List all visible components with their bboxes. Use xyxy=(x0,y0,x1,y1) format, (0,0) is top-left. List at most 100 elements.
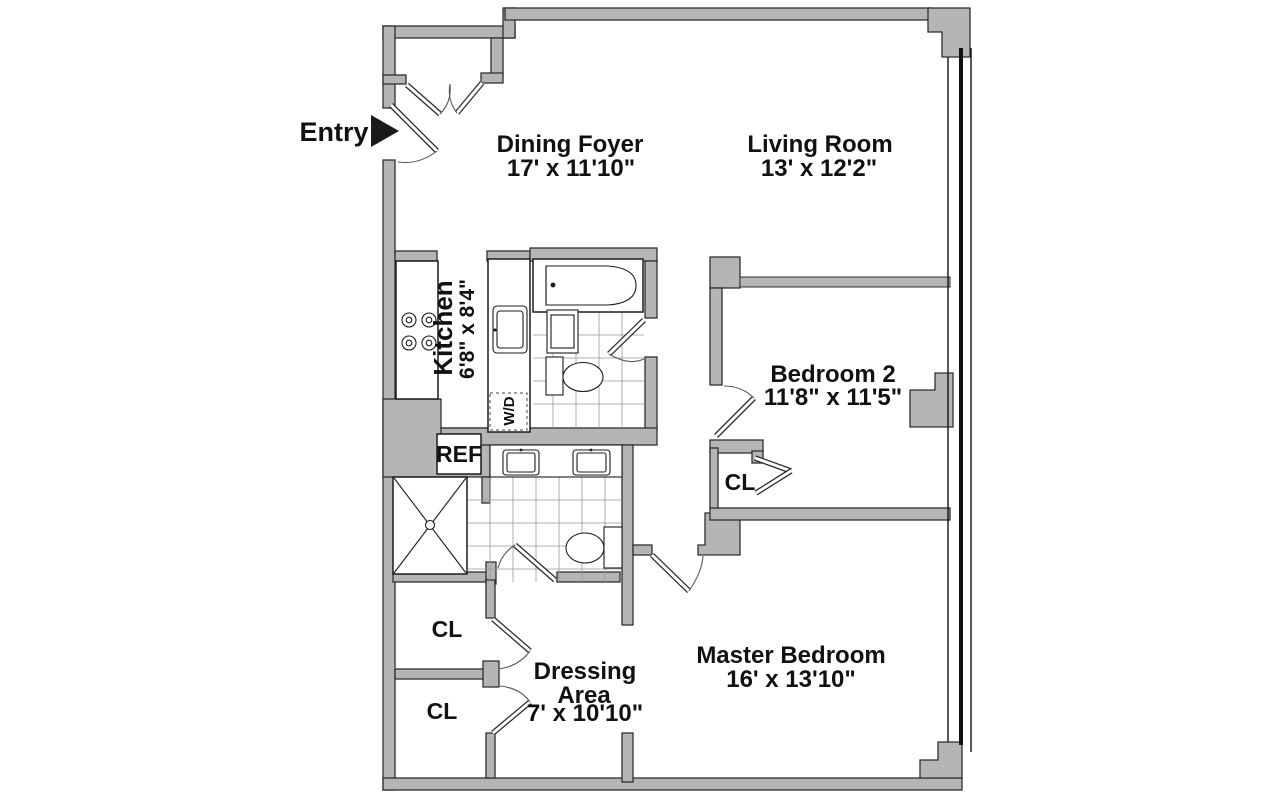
washer-dryer-label: W/D xyxy=(501,396,518,425)
bathroom2-door xyxy=(497,542,557,583)
door-swing-arc xyxy=(497,544,516,569)
room-name: Dining Foyer xyxy=(497,131,644,158)
room-dims: 7' x 10'10" xyxy=(527,700,643,727)
wall-segment xyxy=(621,732,634,783)
kitchen-counter-left xyxy=(395,260,439,400)
living-room-label: Living Room 13' x 12'2" xyxy=(747,131,892,182)
window-wall xyxy=(947,48,972,752)
bathroom2-tile-floor xyxy=(467,477,621,582)
dressing-closet-lower-door xyxy=(491,685,532,736)
walls xyxy=(382,7,971,791)
toilet-tank xyxy=(603,526,623,569)
bedroom2-door xyxy=(714,385,756,438)
burner-center xyxy=(405,339,413,347)
door-swing-arc xyxy=(397,150,438,164)
kitchen-counter-right: W/D xyxy=(487,258,531,433)
toilet-bowl xyxy=(562,361,604,393)
wall-segment xyxy=(709,447,719,511)
burner-center xyxy=(425,339,433,347)
bathtub xyxy=(532,258,644,313)
bedroom2-label: Bedroom 2 11'8" x 11'5" xyxy=(764,361,902,411)
dressing-closet-upper-label: CL xyxy=(432,616,463,642)
bathroom2-toilet xyxy=(565,526,623,569)
wall-pier-bedroom2 xyxy=(909,372,954,428)
wall-segment xyxy=(504,7,933,21)
bedroom2-closet-door xyxy=(754,455,793,496)
wall-jamb xyxy=(382,74,407,85)
toilet-bowl xyxy=(565,532,605,564)
burner-center xyxy=(425,316,433,324)
wall-segment xyxy=(621,444,634,626)
bathtub-outer xyxy=(532,258,644,313)
wall-segment xyxy=(644,260,658,319)
burner xyxy=(401,335,417,351)
faucet-dot xyxy=(519,448,523,452)
room-name: Master Bedroom xyxy=(696,642,885,669)
bathroom1-vanity xyxy=(546,309,579,354)
vanity-outer xyxy=(546,309,579,354)
wall-segment xyxy=(739,276,951,288)
burner xyxy=(421,335,437,351)
wall-segment xyxy=(709,287,723,386)
room-dims: 11'8" x 11'5" xyxy=(764,384,902,411)
dressing-closet-lower-label: CL xyxy=(427,698,458,724)
refrigerator-box xyxy=(436,433,482,475)
stove xyxy=(401,312,437,351)
kitchen-label: Kitchen 6'8" x 8'4" xyxy=(428,279,479,379)
entry-closet-doors xyxy=(405,81,485,117)
washer-dryer: W/D xyxy=(489,392,528,431)
entry-door xyxy=(389,103,439,164)
wall-segment xyxy=(382,25,516,39)
wall-segment xyxy=(382,777,963,791)
room-name: Kitchen xyxy=(428,280,458,375)
sink-outer xyxy=(492,305,528,354)
wall-segment xyxy=(485,732,496,779)
entry-label: Entry xyxy=(299,117,368,147)
wall-segment xyxy=(481,476,491,504)
sink-basin xyxy=(576,452,607,473)
wall-block-bedroom2 xyxy=(709,256,741,289)
dining-foyer-label: Dining Foyer 17' x 11'10" xyxy=(497,131,644,182)
room-name-line1: Dressing xyxy=(534,658,637,685)
sink-basin xyxy=(506,452,536,473)
door-swing-arc xyxy=(723,385,755,399)
wall-segment xyxy=(709,507,951,521)
bathtub-drain xyxy=(550,282,556,288)
door-swing-arc xyxy=(499,685,531,703)
bathroom1-door xyxy=(607,318,646,363)
wall-jamb xyxy=(480,72,504,84)
bathtub-inner xyxy=(545,265,637,306)
door-swing-arc xyxy=(439,83,451,115)
vanity-basin xyxy=(550,314,575,349)
wall-jamb xyxy=(632,544,653,556)
master-bedroom-door xyxy=(650,553,704,593)
door-swing-arc xyxy=(608,353,645,363)
washer-dryer-box xyxy=(489,392,528,431)
faucet-dot xyxy=(493,328,497,332)
wall-segment xyxy=(490,37,504,78)
door-swing-arc xyxy=(498,650,531,670)
burner-center xyxy=(405,316,413,324)
wall-segment xyxy=(382,25,396,109)
sink-outer xyxy=(572,449,611,476)
room-dims: 6'8" x 8'4" xyxy=(456,279,479,379)
wall-segment xyxy=(556,571,621,583)
door-swing-arc xyxy=(688,555,704,592)
entry-marker: Entry xyxy=(299,115,399,147)
toilet-tank xyxy=(545,356,564,396)
room-dims: 13' x 12'2" xyxy=(761,155,877,182)
room-dims: 16' x 13'10" xyxy=(726,666,856,693)
wall-pier-bottom-right xyxy=(919,741,963,779)
refrigerator-label: REF xyxy=(436,441,482,467)
dressing-closet-upper-door xyxy=(491,616,532,670)
faucet-dot xyxy=(589,448,593,452)
wall-pier-top-right xyxy=(927,7,971,58)
counter xyxy=(395,260,439,400)
refrigerator: REF xyxy=(436,433,482,475)
labels: Entry Dining Foyer 17' x 11'10" Living R… xyxy=(299,115,902,727)
burner xyxy=(401,312,417,328)
bathroom2-vanity xyxy=(489,444,623,478)
door-swing-arc xyxy=(448,83,458,114)
